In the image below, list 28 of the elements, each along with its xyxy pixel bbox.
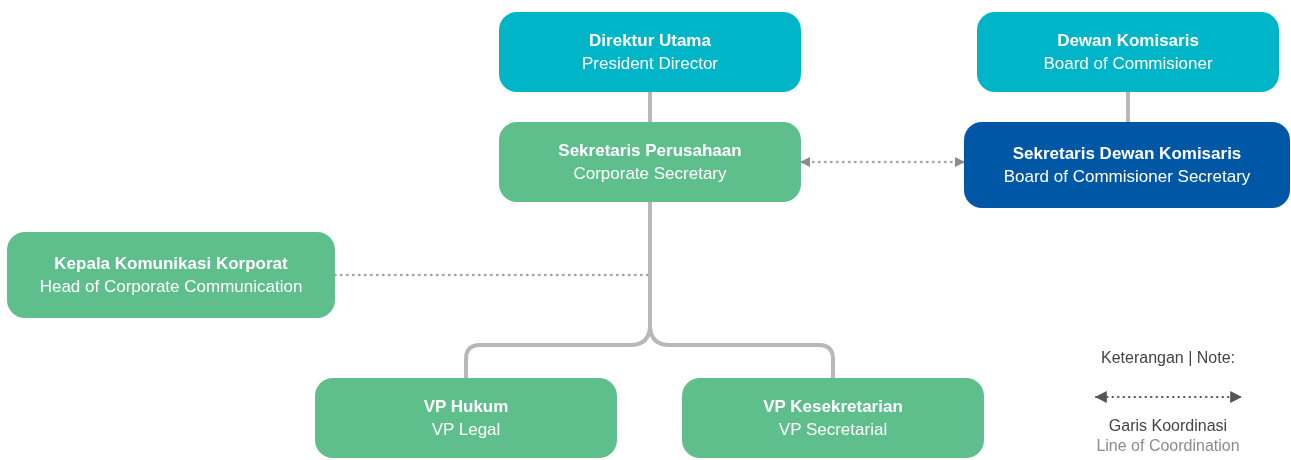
connector-line [648,202,835,378]
unit-title: VP Hukum [423,396,509,418]
unit-title: Direktur Utama [589,30,711,52]
connector-line [1126,92,1130,122]
org-box [315,378,617,458]
org-box [7,232,335,318]
unit-title: Kepala Komunikasi Korporat [54,253,288,275]
org-box [499,12,801,92]
org-box [682,378,984,458]
unit-subtitle: Board of Commisioner [1043,53,1213,75]
unit-subtitle: VP Legal [431,419,501,441]
legend-subtext: Line of Coordination [1096,436,1240,456]
unit-subtitle: President Director [581,53,719,75]
unit-subtitle: Head of Corporate Communication [39,276,303,298]
unit-title: VP Kesekretarian [763,396,903,418]
org-box [499,122,801,202]
unit-subtitle: VP Secretarial [778,419,888,441]
unit-title: Sekretaris Dewan Komisaris [1012,143,1242,165]
org-box [964,122,1290,208]
unit-subtitle: Corporate Secretary [573,163,727,185]
org-box [977,12,1279,92]
dotted-connector [799,157,966,167]
legend-title: Keterangan | Note: [1101,348,1235,368]
unit-title: Dewan Komisaris [1057,30,1199,52]
unit-title: Sekretaris Perusahaan [558,140,742,162]
unit-subtitle: Board of Commisioner Secretary [1003,166,1251,188]
connector-line [648,92,652,122]
legend-text: Garis Koordinasi [1108,416,1228,436]
